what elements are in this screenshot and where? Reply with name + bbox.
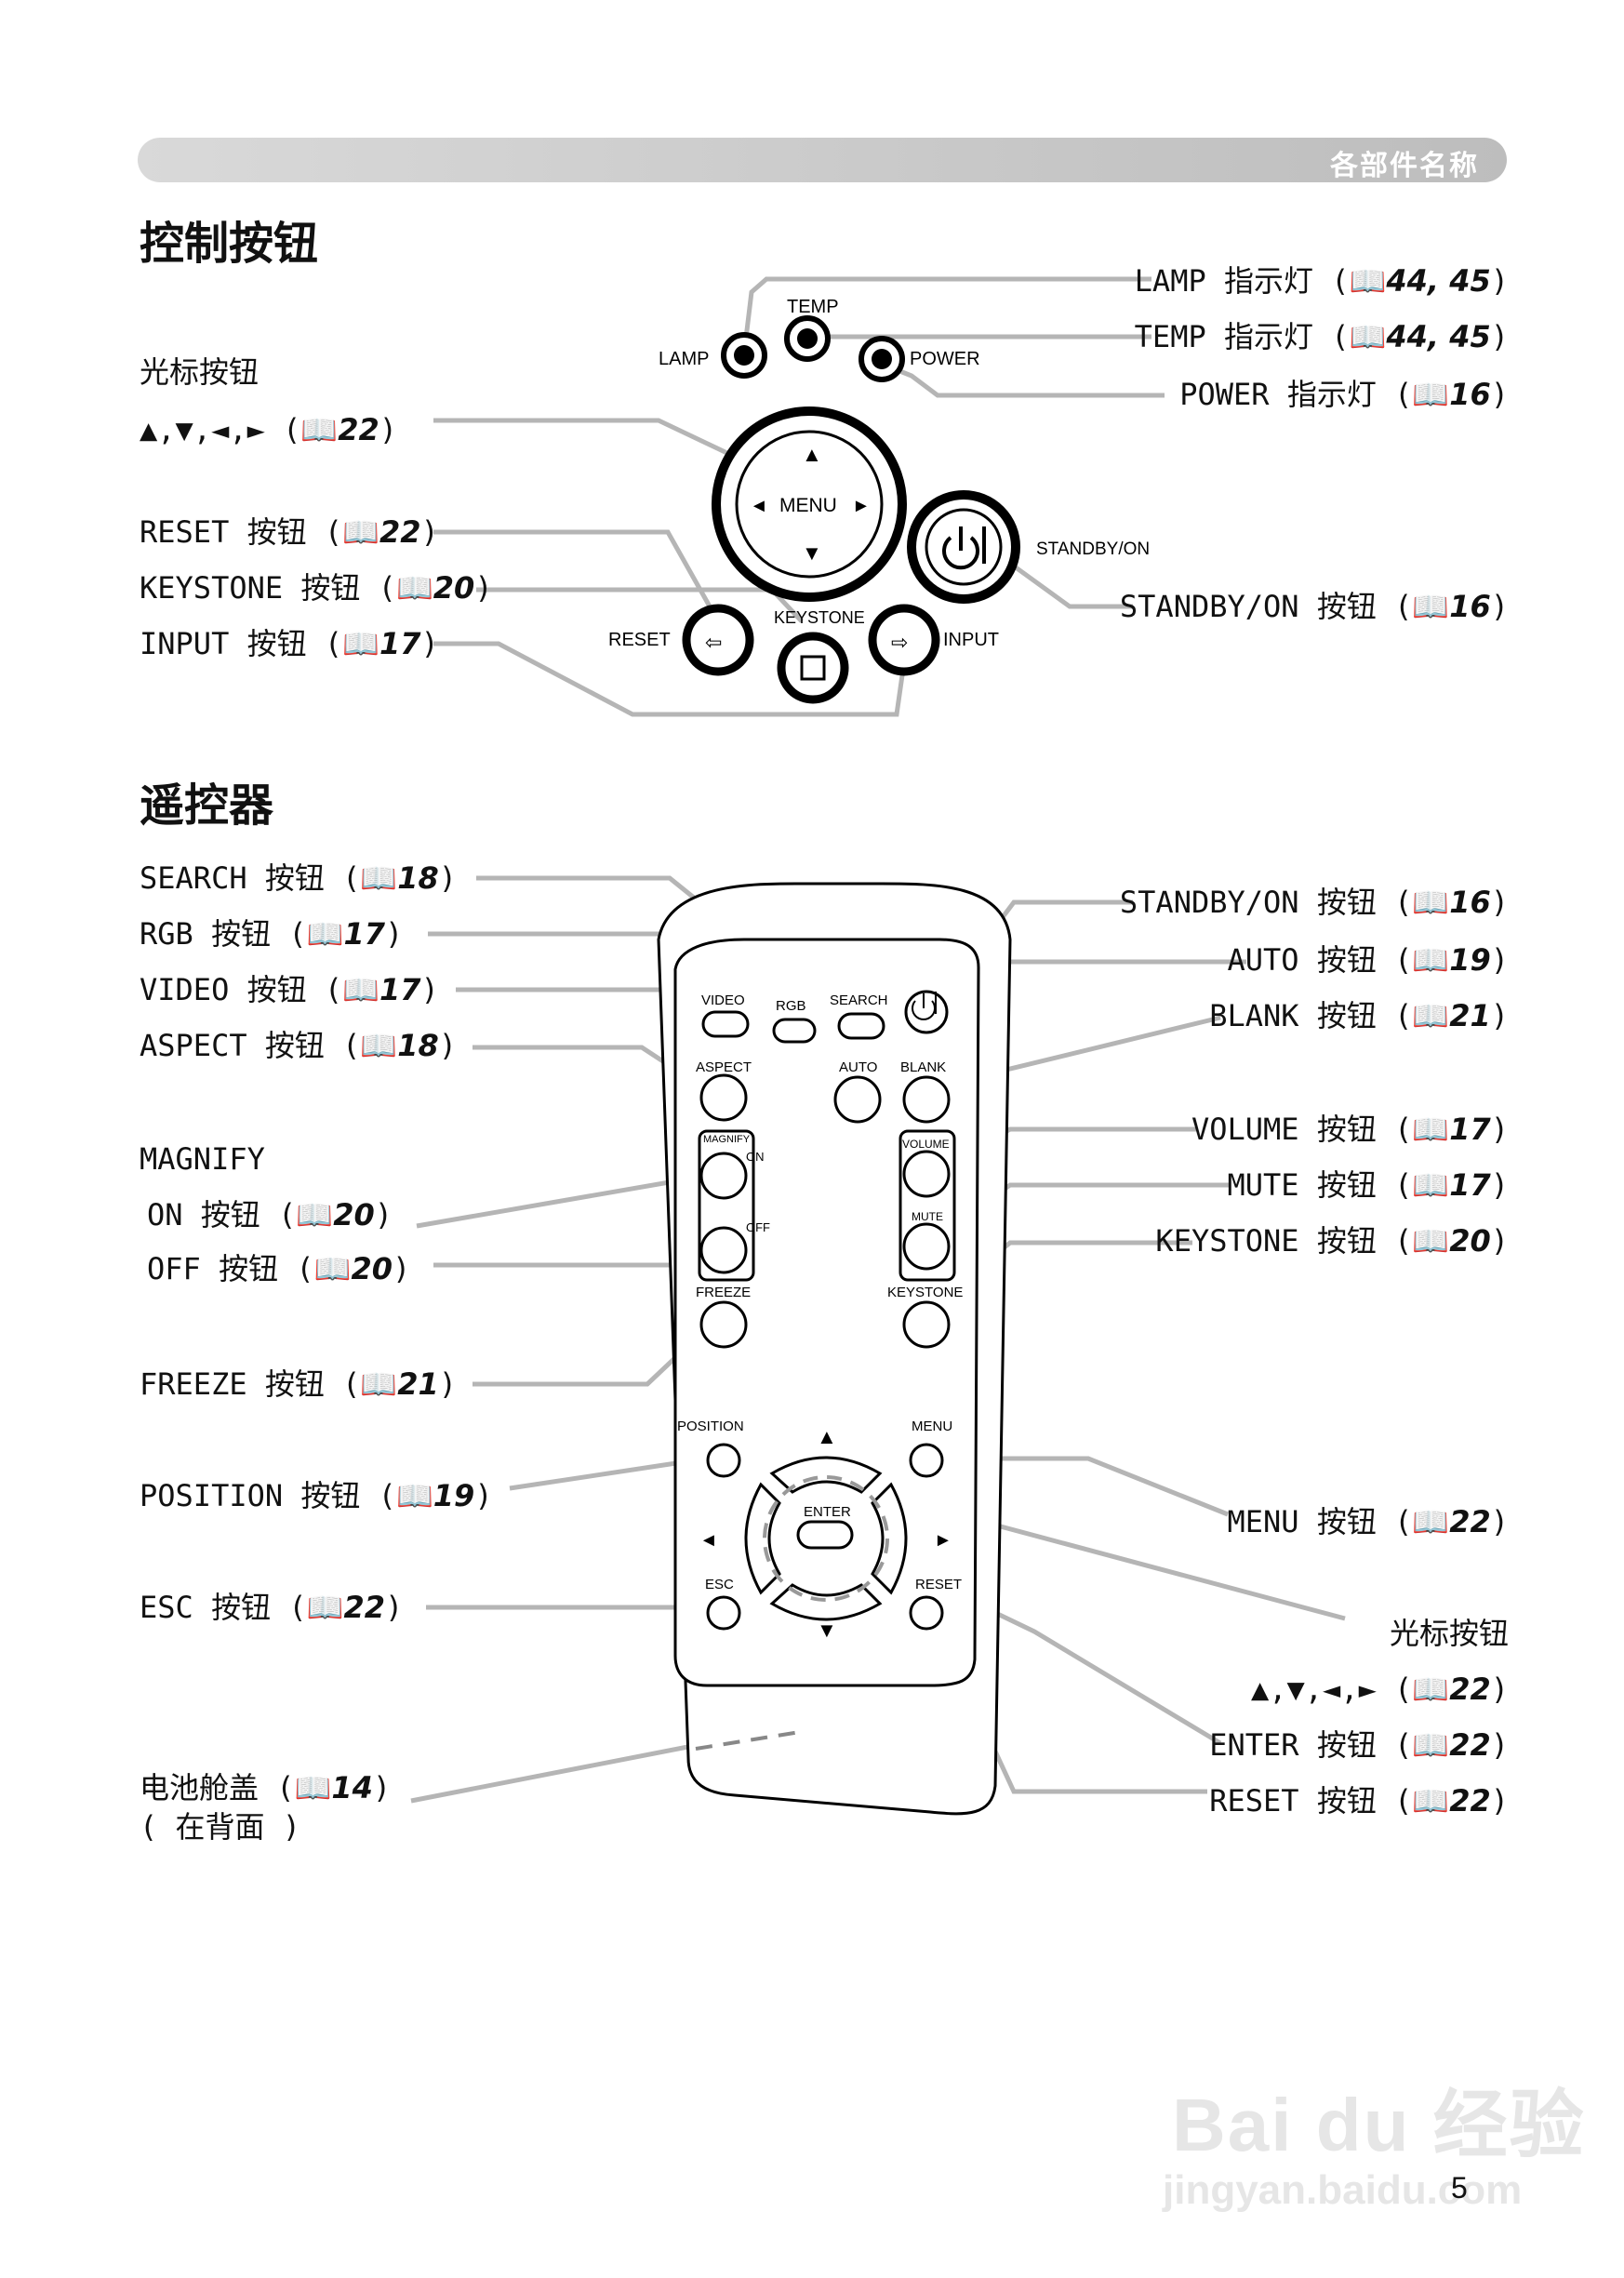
label-reset-button: RESET 按钮 (📖22) (140, 514, 439, 550)
svg-text:⇦: ⇦ (705, 631, 722, 654)
panel-reset-label: RESET (608, 630, 671, 650)
watermark-url: jingyan.baidu.com (1163, 2167, 1523, 2213)
label-rc-freeze: FREEZE 按钮 (📖21) (140, 1366, 458, 1402)
rc-enter: ENTER (804, 1504, 851, 1520)
label-rc-battery: 电池舱盖 (📖14) (140, 1770, 392, 1805)
rc-volume: VOLUME (902, 1138, 950, 1151)
label-rc-auto: AUTO 按钮 (📖19) (1227, 942, 1509, 978)
label-rc-cursor-title: 光标按钮 (1389, 1616, 1509, 1651)
label-cursor-buttons: ▲,▼,◄,► (📖22) (140, 412, 398, 447)
label-input-button: INPUT 按钮 (📖17) (140, 626, 439, 661)
label-rc-volume: VOLUME 按钮 (📖17) (1191, 1112, 1509, 1147)
label-rc-standby: STANDBY/ON 按钮 (📖16) (1119, 885, 1509, 920)
panel-input-label: INPUT (943, 630, 999, 650)
remote-control: ▲ ▼ ◄ ► VIDEO RGB SEARCH ASPECT AUTO BLA… (657, 882, 1012, 1816)
rc-magnify: MAGNIFY (703, 1134, 751, 1145)
label-lamp-indicator: LAMP 指示灯 (📖44, 45) (1134, 263, 1509, 299)
svg-text:▲: ▲ (817, 1425, 837, 1448)
label-rc-battery-note: ( 在背面 ) (140, 1809, 301, 1845)
rc-auto: AUTO (839, 1059, 877, 1075)
label-rc-video: VIDEO 按钮 (📖17) (140, 972, 439, 1007)
rc-menu: MENU (912, 1419, 952, 1434)
control-panel: LAMP TEMP POWER MENU ▲ ▼ ◄ ► STANDBY/ON … (608, 297, 1150, 704)
label-temp-indicator: TEMP 指示灯 (📖44, 45) (1134, 319, 1509, 354)
rc-aspect: ASPECT (696, 1059, 752, 1075)
svg-text:▼: ▼ (802, 541, 822, 565)
label-rc-blank: BLANK 按钮 (📖21) (1209, 998, 1509, 1033)
label-rc-reset: RESET 按钮 (📖22) (1209, 1783, 1509, 1818)
rc-video: VIDEO (701, 992, 745, 1008)
label-keystone-button: KEYSTONE 按钮 (📖20) (140, 570, 493, 606)
label-rc-magnify-on: ON 按钮 (📖20) (147, 1197, 393, 1232)
label-power-indicator: POWER 指示灯 (📖16) (1179, 377, 1509, 412)
rc-on: ON (746, 1150, 765, 1164)
rc-position: POSITION (677, 1419, 744, 1434)
label-rc-keystone: KEYSTONE 按钮 (📖20) (1155, 1223, 1509, 1259)
rc-off: OFF (746, 1220, 770, 1234)
panel-power-label: POWER (910, 349, 980, 369)
svg-text:►: ► (852, 496, 871, 516)
header-bar: 各部件名称 (138, 138, 1507, 182)
page-number: 5 (1451, 2171, 1468, 2205)
rc-keystone: KEYSTONE (887, 1285, 963, 1300)
panel-standby-label: STANDBY/ON (1036, 540, 1150, 559)
watermark-brand: Bai du 经验 (1172, 2084, 1586, 2166)
label-rc-magnify-title: MAGNIFY (140, 1141, 265, 1177)
svg-text:⇨: ⇨ (891, 631, 908, 654)
rc-search: SEARCH (830, 992, 888, 1008)
rc-mute: MUTE (912, 1210, 943, 1223)
label-rc-esc: ESC 按钮 (📖22) (140, 1590, 404, 1625)
label-rc-cursor: ▲,▼,◄,► (📖22) (1250, 1672, 1509, 1707)
panel-lamp-label: LAMP (659, 349, 709, 369)
rc-esc: ESC (705, 1577, 734, 1592)
svg-text:▲: ▲ (802, 443, 822, 466)
rc-reset: RESET (915, 1577, 962, 1592)
rc-blank: BLANK (900, 1059, 946, 1075)
label-cursor-title: 光标按钮 (140, 354, 260, 390)
section-name: 各部件名称 (1330, 150, 1479, 182)
svg-text:►: ► (934, 1530, 952, 1551)
label-rc-menu: MENU 按钮 (📖22) (1227, 1504, 1509, 1539)
rc-freeze: FREEZE (696, 1285, 751, 1300)
label-rc-position: POSITION 按钮 (📖19) (140, 1478, 493, 1513)
panel-temp-label: TEMP (787, 297, 839, 317)
label-rc-rgb: RGB 按钮 (📖17) (140, 916, 404, 952)
label-standby-button: STANDBY/ON 按钮 (📖16) (1119, 589, 1509, 624)
label-rc-magnify-off: OFF 按钮 (📖20) (147, 1251, 411, 1286)
svg-text:▼: ▼ (817, 1619, 837, 1642)
label-rc-mute: MUTE 按钮 (📖17) (1227, 1167, 1509, 1203)
label-rc-aspect: ASPECT 按钮 (📖18) (140, 1028, 458, 1063)
control-section-title: 控制按钮 (140, 218, 319, 270)
rc-rgb: RGB (776, 998, 806, 1014)
label-rc-enter: ENTER 按钮 (📖22) (1209, 1727, 1509, 1763)
panel-menu-label: MENU (779, 495, 837, 516)
panel-keystone-label: KEYSTONE (774, 608, 865, 627)
svg-text:◄: ◄ (750, 496, 768, 516)
svg-text:◄: ◄ (699, 1530, 718, 1551)
remote-section-title: 遥控器 (140, 779, 274, 832)
label-rc-search: SEARCH 按钮 (📖18) (140, 860, 458, 896)
